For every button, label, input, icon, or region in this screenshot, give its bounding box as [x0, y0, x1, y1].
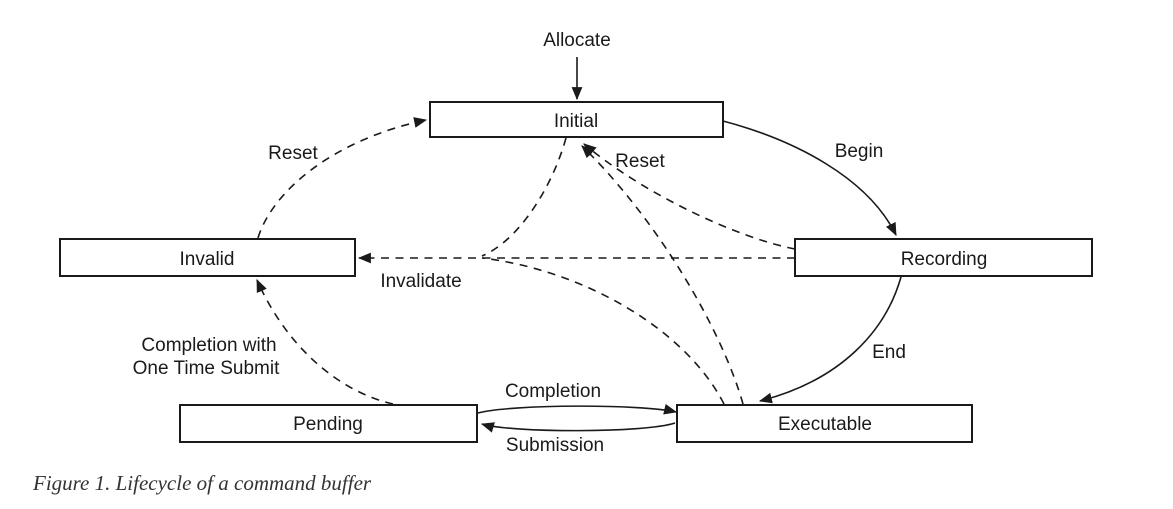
edge-label-completion: Completion	[505, 381, 601, 402]
state-label-recording: Recording	[901, 249, 988, 270]
edge-begin-arrow	[722, 120, 897, 236]
state-box-invalid	[59, 238, 356, 277]
edge-end-arrow	[758, 276, 902, 404]
state-label-pending: Pending	[293, 414, 363, 435]
state-box-executable	[676, 404, 973, 443]
state-label-invalid: Invalid	[180, 249, 235, 270]
edge-label-begin: Begin	[835, 141, 884, 162]
edge-label-allocate: Allocate	[543, 30, 611, 51]
edge-submission-arrow	[480, 422, 676, 433]
edge-label-reset-left: Reset	[268, 143, 318, 164]
edge-label-reset-right: Reset	[615, 151, 665, 172]
state-label-initial: Initial	[554, 111, 598, 132]
state-box-pending	[179, 404, 478, 443]
edge-label-end: End	[872, 342, 906, 363]
edge-reset-from-invalid-arrow	[257, 117, 428, 239]
state-box-initial	[429, 101, 724, 138]
edge-reset-from-executable-arrow	[581, 145, 744, 405]
figure-caption: Figure 1. Lifecycle of a command buffer	[32, 471, 372, 495]
edge-label-completion-one-time-line1: Completion with	[141, 335, 276, 356]
state-box-recording	[794, 238, 1093, 277]
edge-label-submission: Submission	[506, 435, 604, 456]
edge-invalidate-from-executable-line	[481, 257, 725, 405]
edge-reset-from-recording-arrow	[583, 143, 796, 250]
edge-completion-one-time-submit-arrow	[256, 279, 394, 405]
edge-invalidate-from-initial-line	[481, 137, 567, 257]
edge-completion-arrow	[477, 404, 678, 415]
state-label-executable: Executable	[778, 414, 872, 435]
edge-label-completion-one-time-line2: One Time Submit	[133, 358, 280, 379]
edge-label-invalidate: Invalidate	[380, 271, 461, 292]
